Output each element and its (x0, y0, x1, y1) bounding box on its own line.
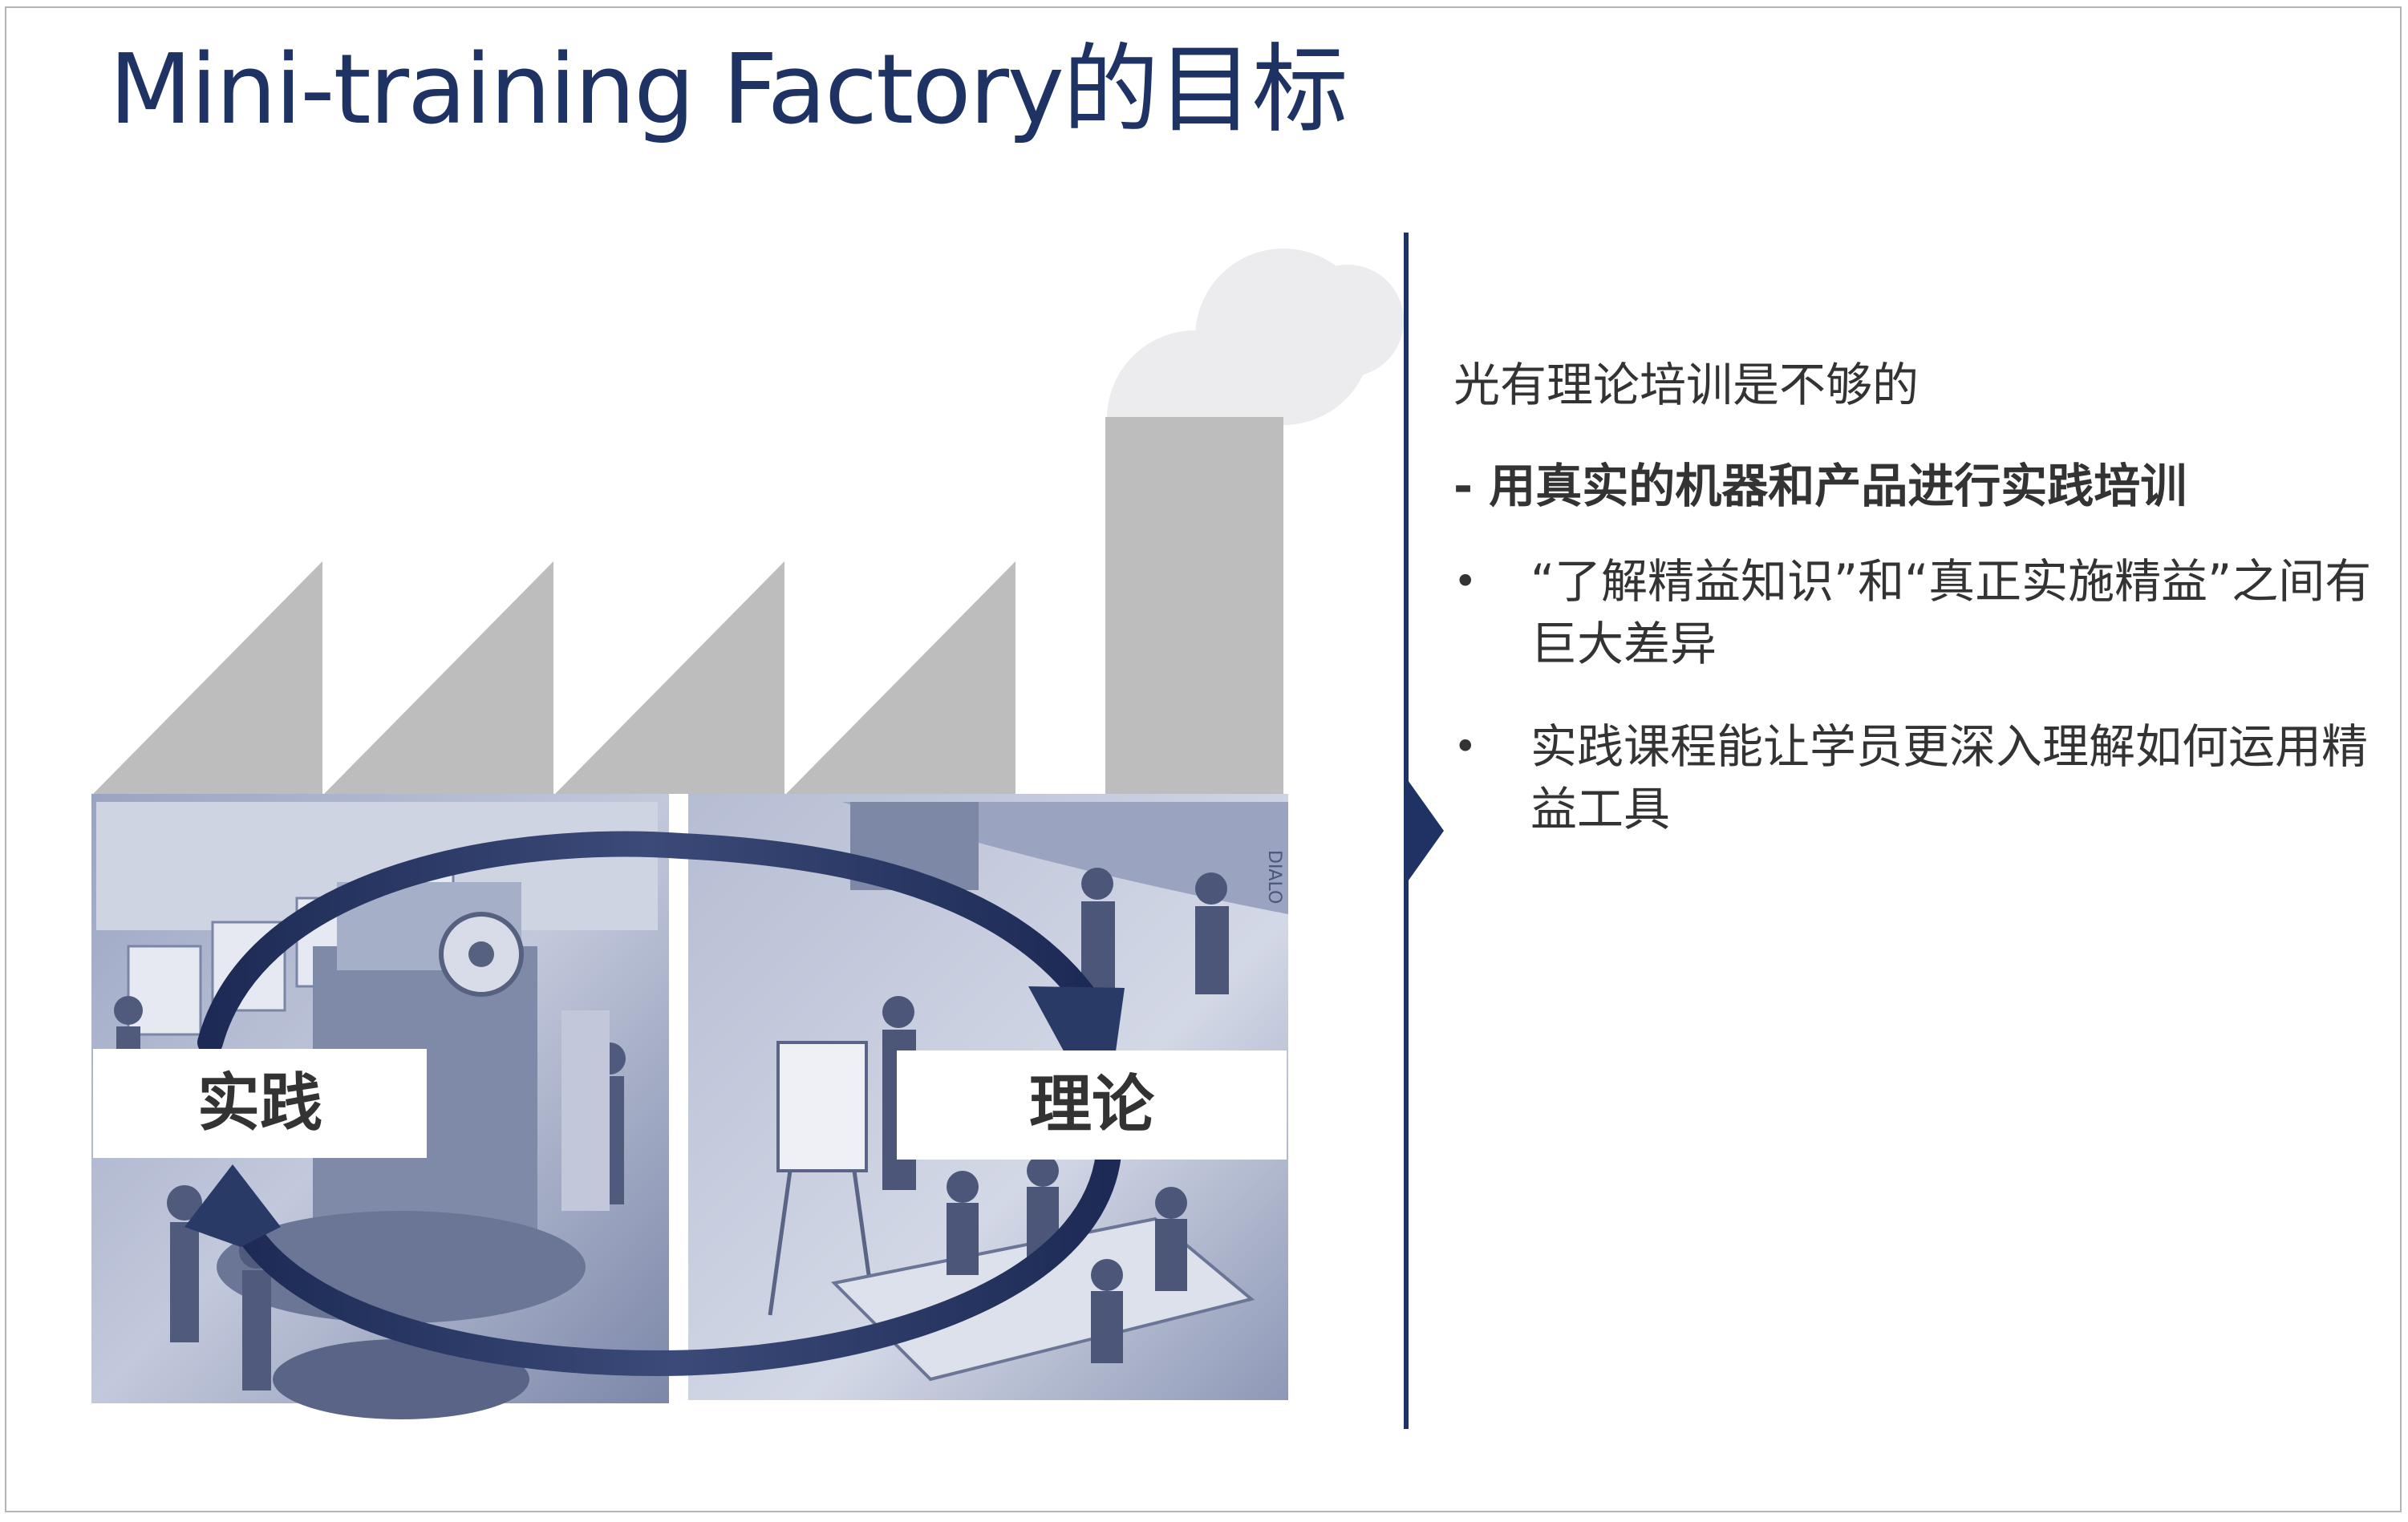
bullet-dot: • (1453, 558, 1478, 605)
content-panel: 光有理论培训是不够的 - 用真实的机器和产品进行实践培训 • “了解精益知识”和… (1453, 353, 2376, 880)
bullet-text: 实践课程能让学员更深入理解如何运用精益工具 (1530, 719, 2369, 836)
cycle-arrow-top (197, 831, 1096, 1055)
brand-mark: DIALO (1264, 850, 1284, 904)
factory-roof (93, 561, 1015, 794)
cycle-arrow-bottom (228, 1142, 1121, 1377)
practice-label: 实践 (93, 1049, 427, 1158)
roof-tooth (93, 561, 322, 794)
bullet-item: • “了解精益知识”和“真正实施精益”之间有巨大差异 (1453, 550, 2376, 675)
roof-tooth (555, 561, 784, 794)
page-title: Mini-training Factory的目标 (109, 34, 1348, 146)
sub-heading: - 用真实的机器和产品进行实践培训 (1453, 459, 2187, 513)
practice-theory-cycle (184, 831, 1125, 1377)
factory-chimney (1105, 417, 1283, 794)
bullet-list: • “了解精益知识”和“真正实施精益”之间有巨大差异 • 实践课程能让学员更深入… (1453, 550, 2376, 840)
bullet-item: • 实践课程能让学员更深入理解如何运用精益工具 (1453, 715, 2376, 840)
bullet-dot: • (1453, 723, 1478, 770)
roof-tooth (324, 561, 553, 794)
smoke-cloud (1291, 265, 1404, 377)
roof-tooth (786, 561, 1015, 794)
intro-statement: 光有理论培训是不够的 (1453, 358, 1920, 412)
bullet-text: “了解精益知识”和“真正实施精益”之间有巨大差异 (1530, 554, 2372, 671)
theory-label: 理论 (897, 1050, 1287, 1160)
cycle-arrowhead-left (184, 1164, 281, 1247)
cycle-arrowhead-right (1028, 986, 1125, 1057)
